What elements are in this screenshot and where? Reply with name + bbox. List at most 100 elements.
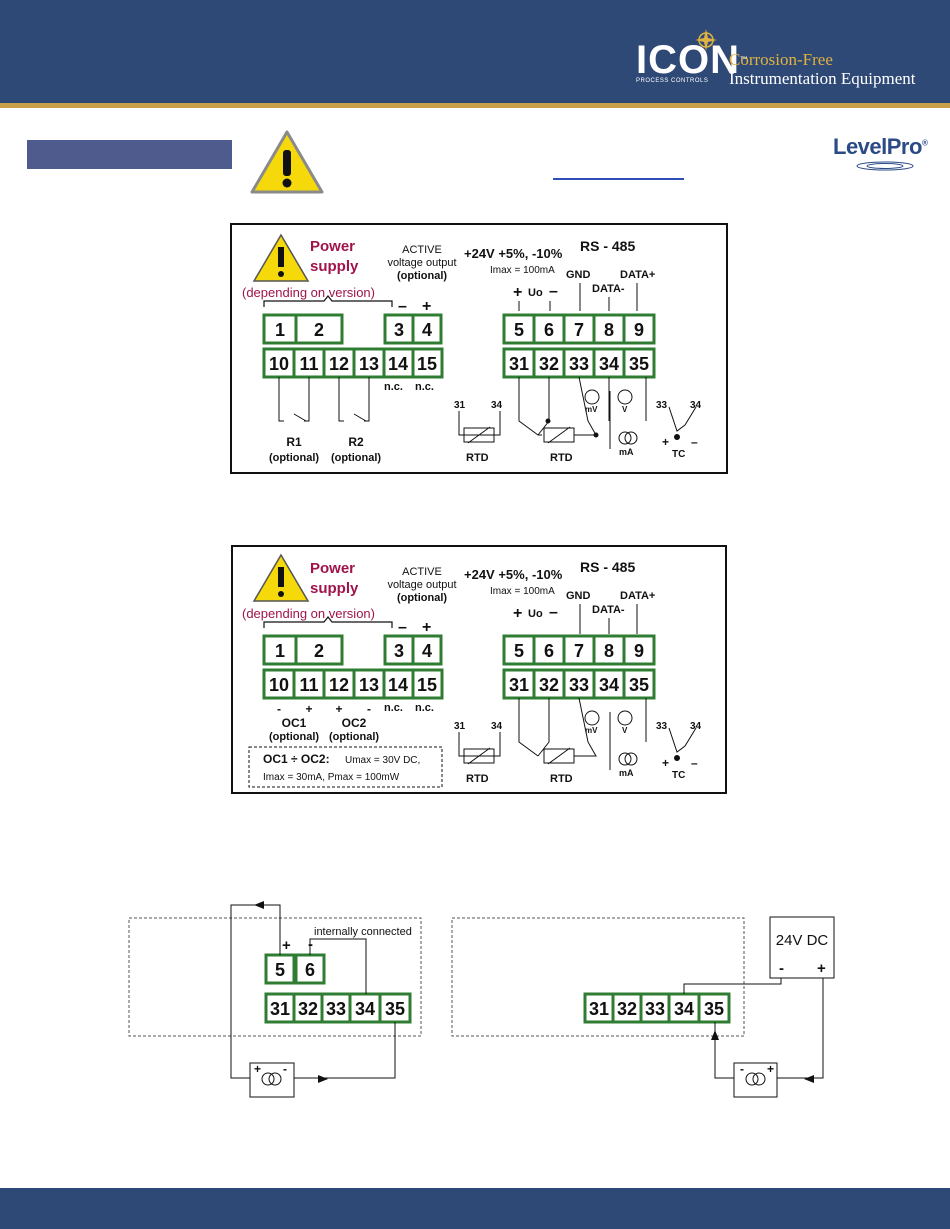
svg-text:4: 4 xyxy=(422,641,432,661)
section-heading-bar xyxy=(27,140,232,169)
tc-33-label: 33 xyxy=(656,400,668,411)
terminal-7: 7 xyxy=(562,313,596,345)
supply-terminal-32: 32 xyxy=(611,992,643,1024)
source-plus-2: + xyxy=(767,1062,774,1076)
rtd-label-2: RTD xyxy=(550,452,573,464)
minus-sign: – xyxy=(398,298,407,315)
polarity-13: - xyxy=(367,702,371,716)
wiring-diagram-oc: Power supply (depending on version) ACTI… xyxy=(231,545,727,794)
svg-text:32: 32 xyxy=(617,999,637,1019)
terminal-9: 9 xyxy=(622,313,656,345)
terminal-7-b: 7 xyxy=(562,634,596,666)
svg-text:8: 8 xyxy=(604,320,614,340)
svg-text:4: 4 xyxy=(422,320,432,340)
svg-text:33: 33 xyxy=(569,675,589,695)
svg-text:1: 1 xyxy=(275,320,285,340)
oc2-label: OC2 xyxy=(342,716,367,730)
loop-terminal-33: 33 xyxy=(320,992,352,1024)
tc-33-label-2: 33 xyxy=(656,721,668,732)
warning-icon xyxy=(250,130,324,194)
svg-text:1: 1 xyxy=(275,641,285,661)
v-label: V xyxy=(622,405,628,414)
loop-terminal-32: 32 xyxy=(292,992,324,1024)
terminal-1-b: 1 xyxy=(262,634,298,666)
terminal-34: 34 xyxy=(592,347,626,379)
loop-terminal-35: 35 xyxy=(378,992,412,1024)
terminal-10-b: 10 xyxy=(262,668,296,700)
dc-plus: + xyxy=(817,960,826,977)
oc-spec-box xyxy=(248,746,443,788)
svg-text:35: 35 xyxy=(704,999,724,1019)
terminal-31-b: 31 xyxy=(502,668,536,700)
sensor-wiring xyxy=(458,376,697,449)
voltage-output-label: voltage output xyxy=(387,257,456,269)
optional-label: (optional) xyxy=(397,270,447,282)
data-minus-label: DATA- xyxy=(592,283,625,295)
terminal-6-b: 6 xyxy=(532,634,566,666)
power-label-2: Power xyxy=(310,560,355,577)
active-label: ACTIVE xyxy=(402,244,442,256)
rtd-31-label-2: 31 xyxy=(454,721,466,732)
oc-spec-imax-pmax: Imax = 30mA, Pmax = 100mW xyxy=(263,772,400,783)
optional-label-2: (optional) xyxy=(397,592,447,604)
rtd-34-label: 34 xyxy=(491,400,503,411)
r2-optional: (optional) xyxy=(331,452,381,464)
terminal-9-b: 9 xyxy=(622,634,656,666)
ripple-icon xyxy=(856,161,914,171)
r1-label: R1 xyxy=(286,435,302,449)
terminal-31: 31 xyxy=(502,347,536,379)
svg-text:11: 11 xyxy=(299,675,318,695)
nc-label-15: n.c. xyxy=(415,381,434,393)
terminal-13: 13 xyxy=(352,347,386,379)
svg-text:32: 32 xyxy=(539,354,559,374)
oc1-optional: (optional) xyxy=(269,731,319,743)
levelpro-logo: LevelPro® xyxy=(833,134,928,171)
logo-wordmark: ICON™ xyxy=(636,38,749,82)
svg-text:15: 15 xyxy=(417,675,437,695)
gnd-label: GND xyxy=(566,269,591,281)
svg-text:33: 33 xyxy=(645,999,665,1019)
loop-terminal-31: 31 xyxy=(264,992,296,1024)
svg-text:5: 5 xyxy=(514,320,524,340)
imax-label-2: Imax = 100mA xyxy=(490,586,555,597)
loop-terminal-34: 34 xyxy=(348,992,382,1024)
svg-text:31: 31 xyxy=(509,675,529,695)
plus-sign: + xyxy=(422,298,431,315)
svg-text:5: 5 xyxy=(514,641,524,661)
header-band: ICON™ PROCESS CONTROLS Corrosion-Free In… xyxy=(0,0,950,108)
terminal-4-b: 4 xyxy=(411,634,443,666)
svg-text:12: 12 xyxy=(329,354,349,374)
uo-minus: – xyxy=(549,283,558,300)
polarity-11: + xyxy=(305,702,312,716)
supply-spec-2: +24V +5%, -10% xyxy=(464,567,563,582)
svg-text:32: 32 xyxy=(539,675,559,695)
data-plus-label: DATA+ xyxy=(620,269,655,281)
svg-text:3: 3 xyxy=(394,320,404,340)
tc-34-label-2: 34 xyxy=(690,721,702,732)
svg-text:7: 7 xyxy=(574,641,584,661)
dc-supply-label: 24V DC xyxy=(776,932,829,949)
rtd-label-3: RTD xyxy=(466,773,489,785)
nc-label-15-b: n.c. xyxy=(415,702,434,714)
terminal-5: 5 xyxy=(502,313,536,345)
hyperlink-underline[interactable] xyxy=(553,178,684,180)
supply-spec: +24V +5%, -10% xyxy=(464,246,563,261)
imax-label: Imax = 100mA xyxy=(490,265,555,276)
svg-text:10: 10 xyxy=(269,354,289,374)
terminal-3: 3 xyxy=(383,313,415,345)
loop-plus: + xyxy=(282,937,291,954)
terminal-10: 10 xyxy=(262,347,296,379)
terminal-6: 6 xyxy=(532,313,566,345)
tc-minus-2: – xyxy=(691,756,698,770)
svg-text:6: 6 xyxy=(544,641,554,661)
power-warning-icon xyxy=(252,233,310,282)
tagline: Corrosion-Free Instrumentation Equipment xyxy=(729,50,916,88)
oc1-label: OC1 xyxy=(282,716,307,730)
r1-optional: (optional) xyxy=(269,452,319,464)
loop-wiring-left xyxy=(230,904,396,1098)
active-label-2: ACTIVE xyxy=(402,566,442,578)
terminal-2: 2 xyxy=(294,313,344,345)
uo-minus-2: – xyxy=(549,604,558,621)
source-plus: + xyxy=(254,1062,261,1076)
rtd-label-1: RTD xyxy=(466,452,489,464)
